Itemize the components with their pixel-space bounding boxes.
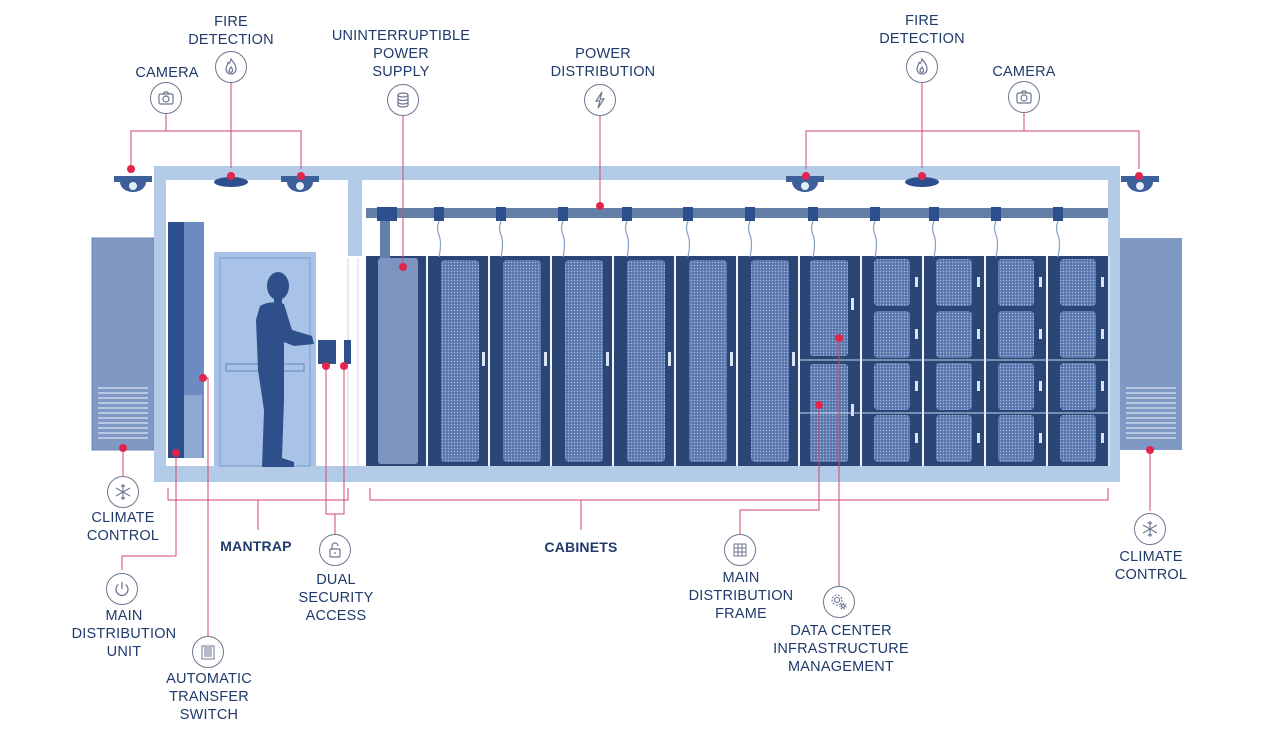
label-fire-detection-right: FIRE DETECTION — [879, 13, 965, 47]
power-drop — [929, 207, 939, 258]
label-power-distribution: POWER DISTRIBUTION — [550, 46, 656, 80]
power-icon — [106, 573, 138, 605]
power-drop — [558, 207, 568, 258]
flame-icon — [906, 51, 938, 83]
climate-unit-left — [91, 237, 155, 451]
leader-lines — [121, 82, 1151, 636]
camera-icon — [1008, 81, 1040, 113]
cabinet — [1048, 256, 1110, 466]
label-camera-left: CAMERA — [135, 65, 199, 81]
power-drop — [622, 207, 632, 258]
security-readers — [318, 340, 351, 364]
label-climate-control-left: CLIMATE CONTROL — [86, 510, 160, 544]
camera-icon — [150, 82, 182, 114]
label-fire-detection-left: FIRE DETECTION — [188, 14, 274, 48]
lightning-icon — [584, 84, 616, 116]
power-drop — [683, 207, 693, 258]
label-climate-control-right: CLIMATE CONTROL — [1114, 549, 1188, 583]
cabinet — [738, 256, 800, 466]
power-drop — [1053, 207, 1063, 258]
power-busbar — [366, 208, 1108, 258]
fire-detector-device — [905, 177, 939, 187]
power-drop — [808, 207, 818, 258]
cabinet — [986, 256, 1048, 466]
cabinet — [428, 256, 490, 466]
cabinet — [676, 256, 738, 466]
cabinet-row — [366, 256, 1110, 466]
label-mantrap: MANTRAP — [220, 538, 292, 554]
label-cabinets: CABINETS — [544, 539, 618, 555]
label-main-distribution-unit: MAIN DISTRIBUTION UNIT — [71, 608, 177, 660]
power-drop — [377, 207, 397, 221]
snowflake-icon — [107, 476, 139, 508]
label-main-distribution-frame: MAIN DISTRIBUTION FRAME — [688, 570, 794, 622]
cabinet — [552, 256, 614, 466]
switch-icon — [192, 636, 224, 668]
power-drop — [870, 207, 880, 258]
label-ups: UNINTERRUPTIBLE POWER SUPPLY — [331, 28, 471, 80]
label-dcim: DATA CENTER INFRASTRUCTURE MANAGEMENT — [773, 623, 909, 675]
marker-dots — [119, 165, 1154, 457]
power-drops — [377, 207, 1063, 258]
power-drop — [745, 207, 755, 258]
snowflake-icon — [1134, 513, 1166, 545]
person-silhouette — [256, 272, 314, 467]
cabinet — [366, 256, 428, 466]
cabinet — [490, 256, 552, 466]
power-drop — [434, 207, 444, 258]
battery-stack-icon — [387, 84, 419, 116]
container-frame — [154, 166, 1120, 482]
power-drop — [496, 207, 506, 258]
camera-device — [114, 176, 152, 192]
grid-icon — [724, 534, 756, 566]
flame-icon — [215, 51, 247, 83]
padlock-icon — [319, 534, 351, 566]
label-automatic-transfer-switch: AUTOMATIC TRANSFER SWITCH — [166, 671, 252, 723]
cabinet — [862, 256, 924, 466]
climate-unit-right — [1120, 238, 1182, 450]
main-distribution-unit-panel — [168, 222, 204, 458]
label-camera-right: CAMERA — [992, 64, 1056, 80]
cabinet — [614, 256, 676, 466]
fire-detector-device — [214, 177, 248, 187]
cabinet — [924, 256, 986, 466]
label-dual-security-access: DUAL SECURITY ACCESS — [298, 572, 374, 624]
gears-icon — [823, 586, 855, 618]
power-drop — [991, 207, 1001, 258]
cabinet — [800, 256, 862, 466]
